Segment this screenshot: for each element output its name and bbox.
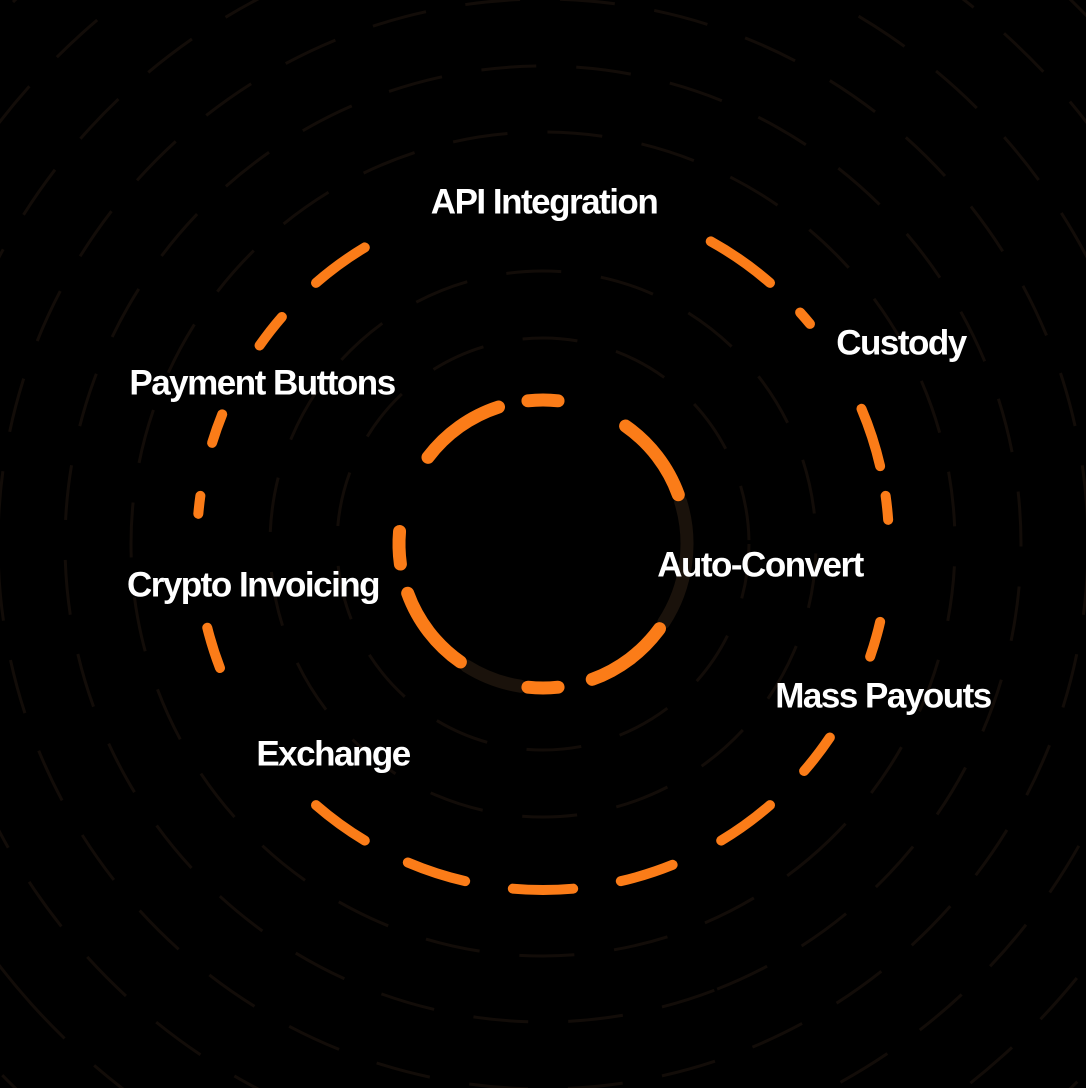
label-exchange: Exchange — [256, 734, 411, 774]
label-payment-buttons: Payment Buttons — [129, 363, 396, 403]
label-custody: Custody — [836, 323, 967, 363]
inner-ring-orange-arc — [401, 586, 467, 669]
inner-ring-orange-arc — [521, 393, 565, 408]
middle-ring-orange-arc — [193, 490, 206, 519]
middle-ring-orange-arc — [254, 312, 287, 351]
middle-ring-orange-arc — [880, 490, 894, 525]
middle-ring-orange-arc — [856, 403, 886, 472]
middle-ring-orange-arc — [795, 307, 815, 329]
middle-ring-orange-arc — [507, 883, 579, 895]
background-ring — [268, 269, 818, 819]
middle-ring-orange-arc — [402, 857, 471, 887]
middle-ring-orange-arc — [202, 622, 225, 673]
middle-ring-orange-arc — [615, 859, 678, 887]
inner-ring-faint-arc — [460, 659, 527, 693]
inner-ring-orange-arc — [421, 400, 505, 464]
middle-ring-orange-arc — [716, 800, 775, 846]
label-crypto-invoicing: Crypto Invoicing — [126, 565, 381, 605]
label-api-integration: API Integration — [430, 182, 659, 222]
inner-ring-orange-arc — [585, 622, 666, 686]
middle-ring-orange-arc — [705, 236, 775, 288]
middle-ring-orange-arc — [311, 242, 370, 288]
middle-ring-orange-arc — [207, 409, 228, 448]
background-ring — [335, 336, 751, 752]
label-auto-convert: Auto-Convert — [657, 545, 864, 585]
inner-ring-faint-arc — [657, 495, 694, 629]
middle-ring-orange-arc — [799, 732, 835, 776]
inner-ring-orange-arc — [619, 419, 685, 502]
label-mass-payouts: Mass Payouts — [775, 676, 992, 716]
inner-ring-orange-arc — [392, 524, 407, 571]
middle-ring-orange-arc — [311, 800, 370, 846]
inner-ring-orange-arc — [521, 680, 565, 695]
middle-ring-orange-arc — [865, 616, 886, 662]
